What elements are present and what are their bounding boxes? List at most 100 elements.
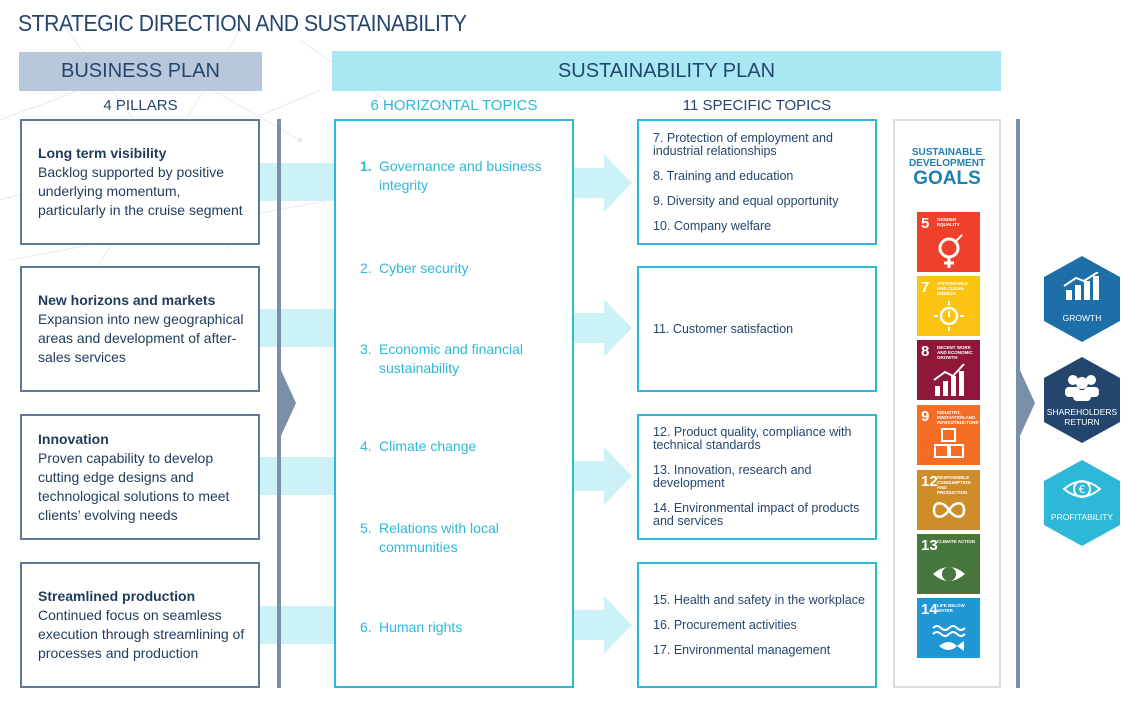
outcome-profitability: € PROFITABILITY — [1044, 460, 1120, 546]
pillar-text: Backlog supported by positive underlying… — [38, 164, 243, 218]
specific-topic: 11. Customer satisfaction — [653, 321, 794, 336]
outcome-label: GROWTH — [1062, 313, 1102, 323]
pillar-text: Proven capability to develop cutting edg… — [38, 449, 230, 523]
business-plan-header: BUSINESS PLAN — [19, 52, 262, 91]
specific-topic: 16. Procurement activities — [653, 617, 797, 632]
eye-globe-icon — [933, 567, 965, 581]
pillar-new-horizons: New horizons and markets Expansion into … — [20, 266, 260, 392]
sdg-goal-14-tile: 14 LIFE BELOW WATER — [917, 598, 980, 658]
sustainability-plan-header: SUSTAINABILITY PLAN — [332, 51, 1001, 91]
pillar-innovation: Innovation Proven capability to develop … — [20, 414, 260, 540]
connector-band — [260, 163, 336, 201]
horizontal-topic-6: 6. Human rights — [360, 618, 560, 637]
specific-topic: 13. Innovation, research and development — [653, 463, 812, 490]
outcome-growth: GROWTH — [1044, 256, 1120, 342]
sun-power-icon — [934, 301, 964, 331]
outcome-label: PROFITABILITY — [1050, 512, 1114, 522]
sdg-goal-number: 14 — [921, 601, 938, 618]
svg-text:€: € — [1079, 483, 1086, 496]
specific-topics-group-3: 12. Product quality, compliance with tec… — [637, 414, 877, 540]
sdg-goal-number: 9 — [921, 408, 930, 425]
topic-label: Economic and financial sustainability — [379, 341, 523, 376]
sdg-logo: SUSTAINABLE DEVELOPMENT GOALS — [903, 147, 991, 188]
sdg-logo-goals: GOALS — [913, 168, 981, 189]
gender-equality-icon — [938, 234, 963, 268]
sdg-goal-label: INDUSTRY, INNOVATION AND INFRASTRUCTURE — [937, 410, 979, 425]
arrow-right-icon — [574, 447, 632, 505]
connector-band — [260, 606, 336, 644]
specific-topic: 15. Health and safety in the workplace — [653, 592, 865, 607]
specific-topic: 8. Training and education — [653, 168, 794, 183]
arrow-right-icon — [574, 299, 632, 357]
sdg-divider-bar — [1016, 119, 1020, 688]
sdg-goal-number: 7 — [921, 279, 930, 296]
specific-topic: 12. Product quality, compliance with tec… — [653, 425, 852, 452]
sdg-goal-label: DECENT WORK AND ECONOMIC GROWTH — [937, 345, 973, 360]
outcome-shareholders-return: SHAREHOLDERS RETURN — [1044, 357, 1120, 443]
cubes-icon — [934, 428, 964, 458]
pillar-long-term-visibility: Long term visibility Backlog supported b… — [20, 119, 260, 245]
horizontal-topic-5: 5. Relations with local communities — [360, 519, 560, 557]
specific-topic: 14. Environmental impact of products and… — [653, 501, 860, 528]
topic-label: Climate change — [379, 438, 477, 454]
topic-number: 1. — [360, 158, 372, 174]
topic-label: Relations with local communities — [379, 520, 499, 555]
arrow-right-icon — [574, 154, 632, 212]
topic-number: 6. — [360, 619, 372, 635]
pillar-text: Continued focus on seamless execution th… — [38, 607, 245, 661]
horizontal-topics-box — [334, 119, 574, 688]
hexagon-shape — [1044, 256, 1120, 342]
people-group-icon — [1065, 375, 1099, 401]
sdg-logo-line: SUSTAINABLE — [911, 147, 983, 158]
sdg-goal-number: 5 — [921, 215, 930, 232]
sdg-goal-13-tile: 13 CLIMATE ACTION — [917, 534, 980, 594]
specific-topics-group-4: 15. Health and safety in the workplace 1… — [637, 562, 877, 688]
chevron-right-icon — [280, 368, 296, 438]
bar-chart-icon — [1063, 272, 1099, 300]
sdg-goal-7-tile: 7 AFFORDABLE AND CLEAN ENERGY — [917, 276, 980, 336]
hexagon-shape — [1044, 460, 1120, 546]
sdg-logo-line: DEVELOPMENT — [908, 158, 986, 169]
chevron-right-icon — [1019, 368, 1035, 438]
specific-topic: 17. Environmental management — [653, 642, 831, 657]
specific-topics-group-1: 7. Protection of employment and industri… — [637, 119, 877, 245]
sdg-goal-number: 12 — [921, 473, 938, 490]
sdg-goal-5-tile: 5 GENDER EQUALITY — [917, 212, 980, 272]
sdg-goal-label: AFFORDABLE AND CLEAN ENERGY — [937, 281, 968, 296]
topic-label: Human rights — [379, 619, 463, 635]
sdg-goal-label: CLIMATE ACTION — [937, 539, 975, 544]
horizontal-topic-2: 2. Cyber security — [360, 259, 560, 278]
sdg-goal-number: 8 — [921, 343, 930, 360]
horizontal-topic-4: 4.Climate change — [360, 437, 560, 456]
horizontal-topic-1: 1. Governance and business integrity — [360, 157, 560, 195]
connector-band — [260, 309, 336, 347]
connector-band — [260, 457, 336, 495]
growth-chart-icon — [933, 363, 965, 396]
infinity-icon — [932, 502, 966, 518]
topic-number: 5. — [360, 520, 372, 536]
pillar-heading: Long term visibility — [38, 145, 167, 161]
pillars-divider-bar — [277, 119, 281, 688]
pillar-streamlined-production: Streamlined production Continued focus o… — [20, 562, 260, 688]
pillar-text: Expansion into new geographical areas an… — [38, 311, 244, 365]
pillar-heading: Innovation — [38, 430, 109, 447]
fish-water-icon — [932, 625, 966, 651]
horizontal-topics-subheader: 6 HORIZONTAL TOPICS — [370, 97, 538, 114]
topic-label: Governance and business integrity — [379, 158, 542, 193]
sdg-goal-12-tile: 12 RESPONSIBLE CONSUMPTION AND PRODUCTIO… — [917, 470, 980, 530]
sdg-goal-8-tile: 8 DECENT WORK AND ECONOMIC GROWTH — [917, 340, 980, 400]
pillar-heading: New horizons and markets — [38, 292, 216, 308]
topic-label: Cyber security — [379, 260, 469, 276]
outcome-label: SHAREHOLDERS RETURN — [1046, 407, 1118, 427]
sdg-goal-label: GENDER EQUALITY — [937, 217, 960, 227]
specific-topic: 9. Diversity and equal opportunity — [653, 193, 839, 208]
specific-topics-subheader: 11 SPECIFIC TOPICS — [682, 97, 832, 114]
arrow-right-icon — [574, 596, 632, 654]
sdg-goal-9-tile: 9 INDUSTRY, INNOVATION AND INFRASTRUCTUR… — [917, 405, 980, 465]
pillars-subheader: 4 PILLARS — [103, 97, 178, 114]
euro-eye-icon: € — [1062, 480, 1102, 498]
horizontal-topic-3: 3.Economic and financial sustainability — [360, 340, 560, 378]
page-title: STRATEGIC DIRECTION AND SUSTAINABILITY — [18, 10, 467, 36]
pillar-heading: Streamlined production — [38, 588, 196, 604]
topic-number: 2. — [360, 260, 372, 276]
